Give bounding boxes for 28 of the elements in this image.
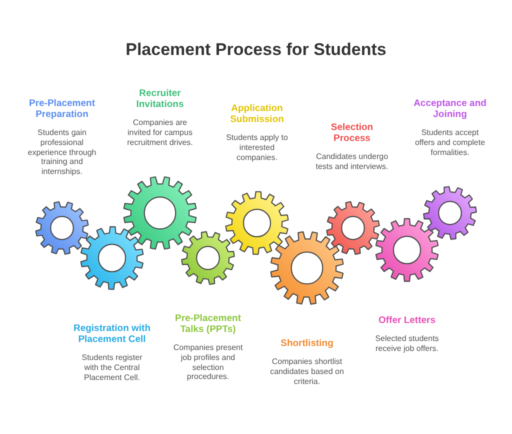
gear-icon	[325, 200, 381, 256]
step-description: Students register with the Central Placement Cell.	[80, 353, 144, 382]
step-description: Students gain professional experience through training and internships.	[26, 128, 98, 177]
step-title: Offer Letters	[377, 315, 436, 326]
step-description: Selected students receive job offers.	[374, 334, 440, 354]
gear-icon	[374, 217, 440, 283]
step-description: Companies shortlist candidates based on criteria.	[269, 357, 345, 386]
step-description: Candidates undergo tests and interviews.	[314, 152, 390, 172]
step-title: Pre-Placement Preparation	[28, 98, 96, 120]
step-title: Pre-Placement Talks (PPTs)	[174, 313, 242, 335]
gear-icon	[34, 200, 90, 256]
step-title: Recruiter Invitations	[135, 88, 185, 110]
step-description: Companies are invited for campus recruitment drives.	[126, 118, 194, 148]
step-description: Companies present job profiles and selection procedures.	[172, 343, 244, 382]
gear-icon	[180, 230, 236, 286]
gear-icon	[422, 185, 478, 241]
gear-icon	[269, 230, 345, 306]
step-title: Application Submission	[229, 103, 285, 125]
gear-icon	[79, 225, 145, 291]
step-title: Acceptance and Joining	[412, 98, 488, 120]
diagram-title: Placement Process for Students	[126, 40, 386, 60]
gear-icon	[122, 175, 198, 251]
step-title: Registration with Placement Cell	[72, 323, 152, 345]
gear-icon	[224, 190, 290, 256]
step-description: Students apply to interested companies.	[225, 133, 289, 162]
step-description: Students accept offers and complete formalities.	[414, 128, 486, 158]
step-title: Selection Process	[330, 122, 374, 144]
step-title: Shortlisting	[280, 338, 334, 349]
